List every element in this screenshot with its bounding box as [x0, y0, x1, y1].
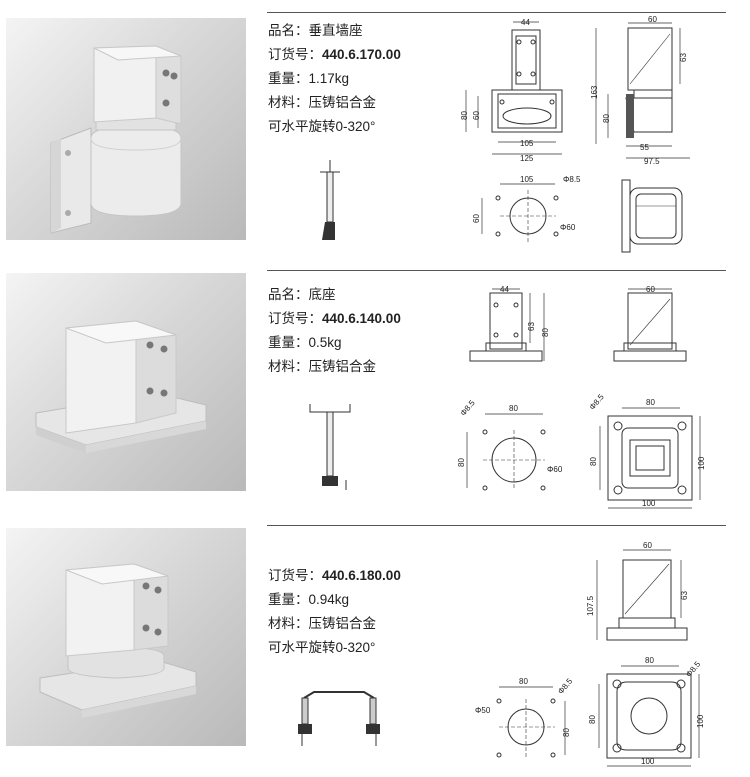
dim-label: Φ8.5 [556, 676, 574, 696]
spec-name: 品名：垂直墙座 [268, 23, 363, 38]
section-sketch [294, 688, 384, 748]
dim-label: 60 [472, 214, 481, 223]
dim-label: 80 [645, 656, 654, 665]
dim-label: 80 [460, 111, 469, 120]
spec-material: 材料：压铸铝合金 [268, 616, 376, 631]
dim-label: 63 [679, 53, 688, 62]
section-sketch [310, 160, 350, 250]
top-view-drawing: Φ8.5 80 80 100 100 [586, 392, 716, 514]
dim-label: 80 [541, 328, 550, 337]
dim-label: 100 [641, 757, 655, 766]
dim-label: 60 [646, 285, 655, 294]
mounting-plan-drawing: 80 Φ8.5 Φ50 80 [475, 665, 590, 765]
dim-label: Φ60 [560, 223, 576, 232]
dim-label: 107.5 [586, 595, 595, 616]
spec-weight: 重量：1.17kg [268, 71, 350, 86]
dim-label: 97.5 [644, 157, 660, 166]
spec-material: 材料：压铸铝合金 [268, 95, 376, 110]
dim-label: 80 [588, 715, 597, 724]
dim-label: 100 [642, 499, 656, 508]
dim-label: 163 [590, 85, 599, 99]
dim-label: 60 [643, 541, 652, 550]
dim-label: Φ60 [547, 465, 563, 474]
spec-rotation: 可水平旋转0-320° [268, 119, 376, 134]
side-view-drawing: 60 [613, 283, 704, 368]
dim-label: 60 [648, 15, 657, 24]
spec-order-number: 订货号：440.6.140.00 [268, 311, 401, 326]
dim-label: 100 [696, 714, 705, 728]
side-view-drawing: 60 107.5 63 [585, 538, 695, 648]
dim-label: 63 [680, 591, 689, 600]
section-divider [267, 12, 726, 13]
product-specs: 品名：底座 订货号：440.6.140.00 重量：0.5kg 材料：压铸铝合金 [268, 283, 401, 379]
dim-label: 105 [520, 175, 534, 184]
product-photo-base [6, 273, 246, 491]
dim-label: 55 [640, 143, 649, 152]
product-specs: 订货号：440.6.180.00 重量：0.94kg 材料：压铸铝合金 可水平旋… [268, 564, 401, 660]
dim-label: 80 [509, 404, 518, 413]
dim-label: Φ8.5 [588, 392, 606, 412]
dim-label: 44 [500, 285, 509, 294]
dim-label: Φ8.5 [459, 398, 477, 418]
dim-label: 63 [527, 322, 536, 331]
top-view-drawing [612, 176, 692, 256]
dim-label: Φ50 [475, 706, 491, 715]
spec-weight: 重量：0.5kg [268, 335, 342, 350]
spec-material: 材料：压铸铝合金 [268, 359, 376, 374]
section-divider [267, 270, 726, 271]
section-divider [267, 525, 726, 526]
spec-order-number: 订货号：440.6.180.00 [268, 568, 401, 583]
front-view-drawing: 44 80 60 105 125 [460, 18, 572, 163]
dim-label: 80 [519, 677, 528, 686]
dim-label: Φ8.5 [563, 175, 581, 184]
spec-weight: 重量：0.94kg [268, 592, 350, 607]
spec-order-number: 订货号：440.6.170.00 [268, 47, 401, 62]
dim-label: 100 [697, 456, 706, 470]
dim-label: 105 [520, 139, 534, 148]
dim-label: 80 [457, 458, 466, 467]
dim-label: 80 [646, 398, 655, 407]
dim-label: 80 [589, 457, 598, 466]
section-sketch [308, 400, 353, 490]
mounting-plan-drawing: 105 Φ8.5 Φ60 60 [470, 172, 595, 252]
product-photo-wall-mount [6, 18, 246, 240]
front-view-drawing: 44 63 80 [466, 283, 566, 368]
side-view-drawing: 60 63 163 80 55 97.5 [590, 14, 700, 166]
dim-label: 80 [562, 728, 571, 737]
product-photo-rotating-base [6, 528, 246, 746]
top-view-drawing: 80 Φ8.5 80 100 100 [585, 652, 715, 774]
dim-label: 125 [520, 154, 534, 163]
mounting-plan-drawing: Φ8.5 80 Φ60 80 [455, 396, 580, 496]
dim-label: Φ8.5 [684, 659, 702, 679]
product-specs: 品名：垂直墙座 订货号：440.6.170.00 重量：1.17kg 材料：压铸… [268, 19, 401, 139]
dim-label: 80 [602, 114, 611, 123]
spec-rotation: 可水平旋转0-320° [268, 640, 376, 655]
dim-label: 44 [521, 18, 530, 27]
dim-label: 60 [472, 111, 481, 120]
spec-name: 品名：底座 [268, 287, 336, 302]
